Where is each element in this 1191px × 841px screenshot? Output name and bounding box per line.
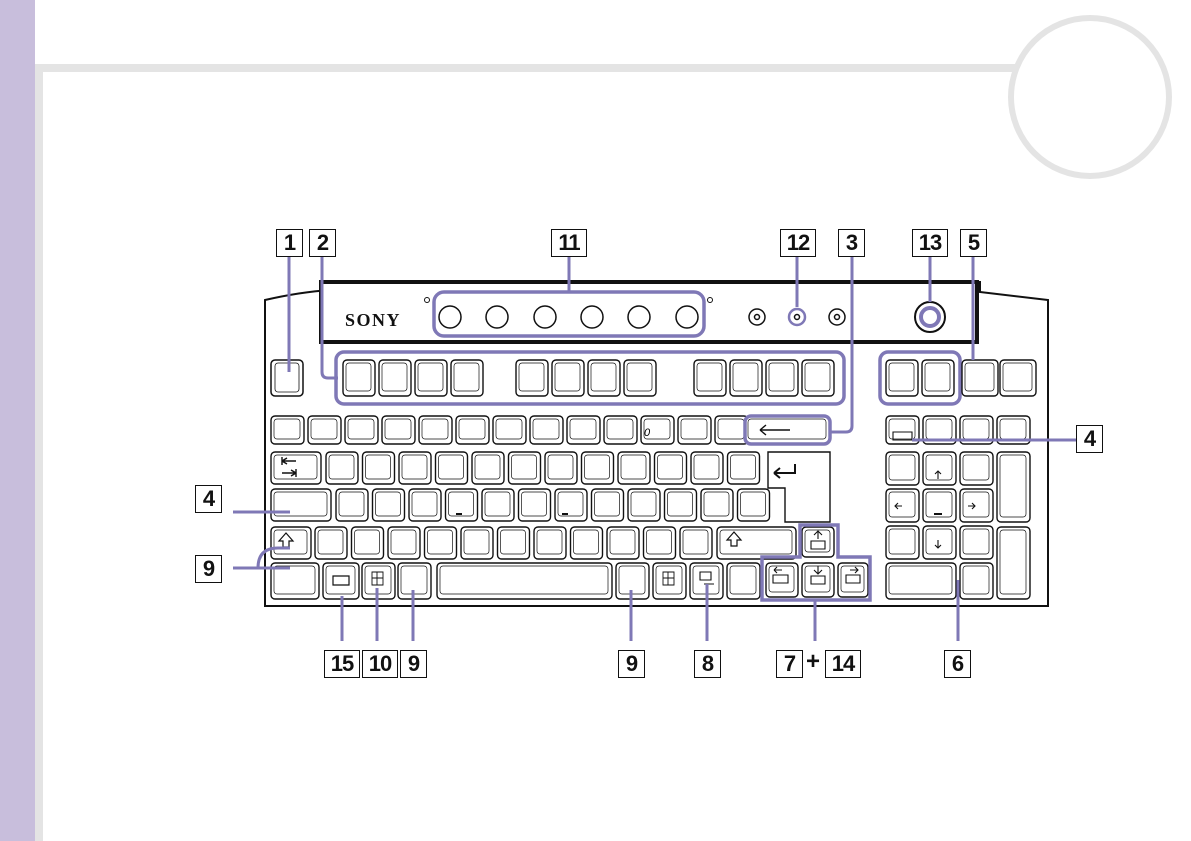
callout-11: 11 [551, 229, 587, 257]
callout-9-left: 9 [195, 555, 222, 583]
esc-key [271, 360, 303, 396]
number-key [604, 416, 637, 444]
volume-controls [749, 309, 845, 325]
number-key [308, 416, 341, 444]
callout-1: 1 [276, 229, 303, 257]
number-key [456, 416, 489, 444]
callout-6: 6 [944, 650, 971, 678]
callout-3: 3 [838, 229, 865, 257]
callout-4-left: 4 [195, 485, 222, 513]
callout-14: 14 [825, 650, 861, 678]
callout-7: 7 [776, 650, 803, 678]
callout-8: 8 [694, 650, 721, 678]
jog-dial [915, 302, 945, 332]
number-key [567, 416, 600, 444]
numpad-enter-key [997, 527, 1030, 599]
number-key [530, 416, 563, 444]
number-key [382, 416, 415, 444]
callout-10: 10 [362, 650, 398, 678]
callout-2: 2 [309, 229, 336, 257]
number-key [493, 416, 526, 444]
number-key [678, 416, 711, 444]
callout-9-bottom-a: 9 [400, 650, 427, 678]
numpad-plus-key [997, 452, 1030, 522]
key-legend-zero: 0 [644, 427, 651, 439]
function-keys [343, 360, 834, 396]
space-bar [437, 563, 612, 599]
callout-5: 5 [960, 229, 987, 257]
callout-15: 15 [324, 650, 360, 678]
plus-sign: + [806, 648, 820, 676]
callout-9-bottom-b: 9 [618, 650, 645, 678]
brand-logo: SONY [345, 310, 401, 330]
callout-4-right: 4 [1076, 425, 1103, 453]
number-key [271, 416, 304, 444]
number-key [715, 416, 748, 444]
number-key [419, 416, 452, 444]
callout-12: 12 [780, 229, 816, 257]
numpad-zero-key [886, 563, 956, 599]
callout-13: 13 [912, 229, 948, 257]
number-key [345, 416, 378, 444]
